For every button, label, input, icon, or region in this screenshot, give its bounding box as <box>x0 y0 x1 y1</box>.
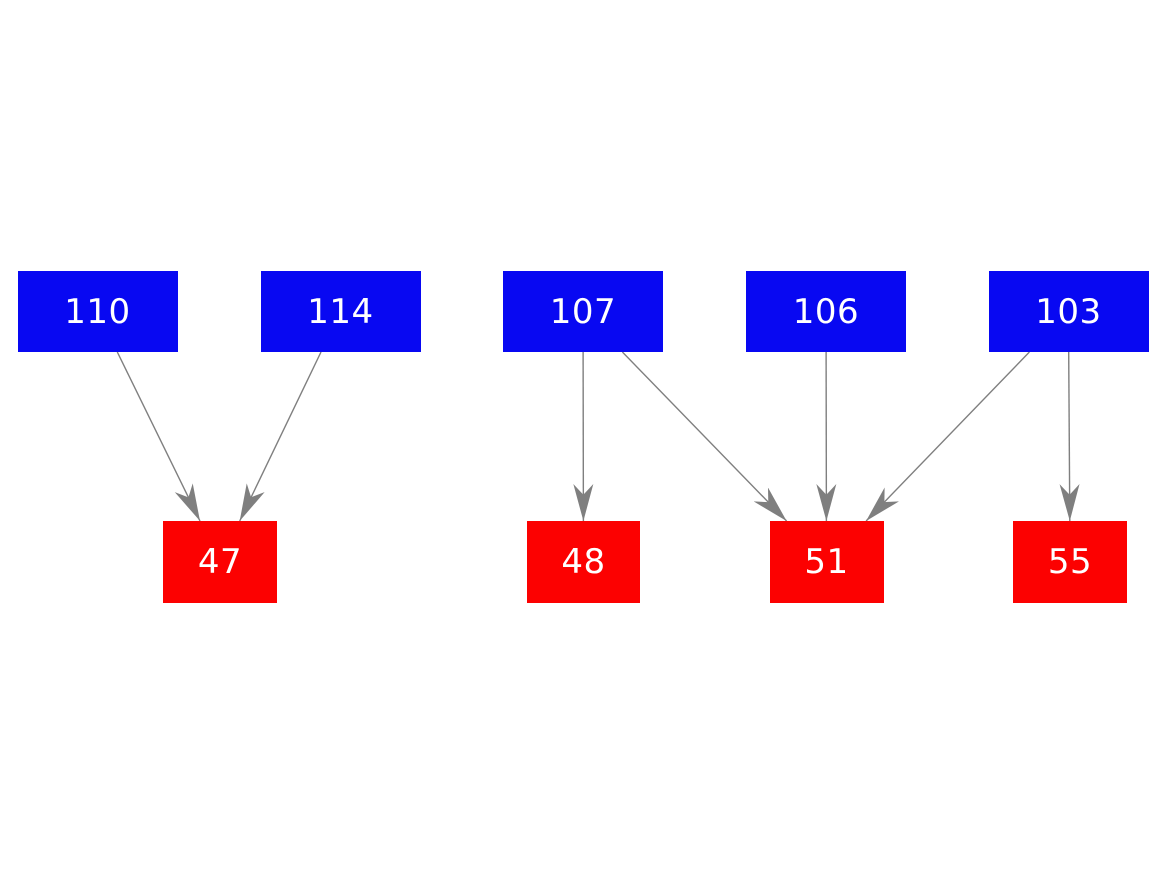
graph-node-110: 110 <box>17 271 178 352</box>
edges-group <box>116 351 1080 522</box>
node-label: 51 <box>804 542 849 582</box>
graph-node-51: 51 <box>769 521 884 603</box>
node-label: 103 <box>1035 291 1102 332</box>
graph-node-55: 55 <box>1013 521 1127 603</box>
node-label: 55 <box>1047 542 1093 582</box>
graph-node-107: 107 <box>503 271 663 352</box>
node-label: 114 <box>307 291 374 332</box>
node-label: 110 <box>64 291 131 332</box>
node-label: 47 <box>197 542 243 582</box>
graph-node-103: 103 <box>988 271 1149 352</box>
edge-103-to-55 <box>1059 351 1080 522</box>
edge-114-to-47 <box>239 351 322 522</box>
node-label: 106 <box>792 291 860 332</box>
graph-node-114: 114 <box>260 271 421 352</box>
node-label: 48 <box>561 542 606 582</box>
node-label: 107 <box>549 291 617 332</box>
graph-node-106: 106 <box>746 271 906 352</box>
edge-110-to-47 <box>116 351 201 522</box>
edge-103-to-51 <box>865 351 1030 522</box>
graph-node-47: 47 <box>163 521 277 603</box>
graph-node-48: 48 <box>527 521 640 603</box>
edge-107-to-51 <box>621 351 788 522</box>
